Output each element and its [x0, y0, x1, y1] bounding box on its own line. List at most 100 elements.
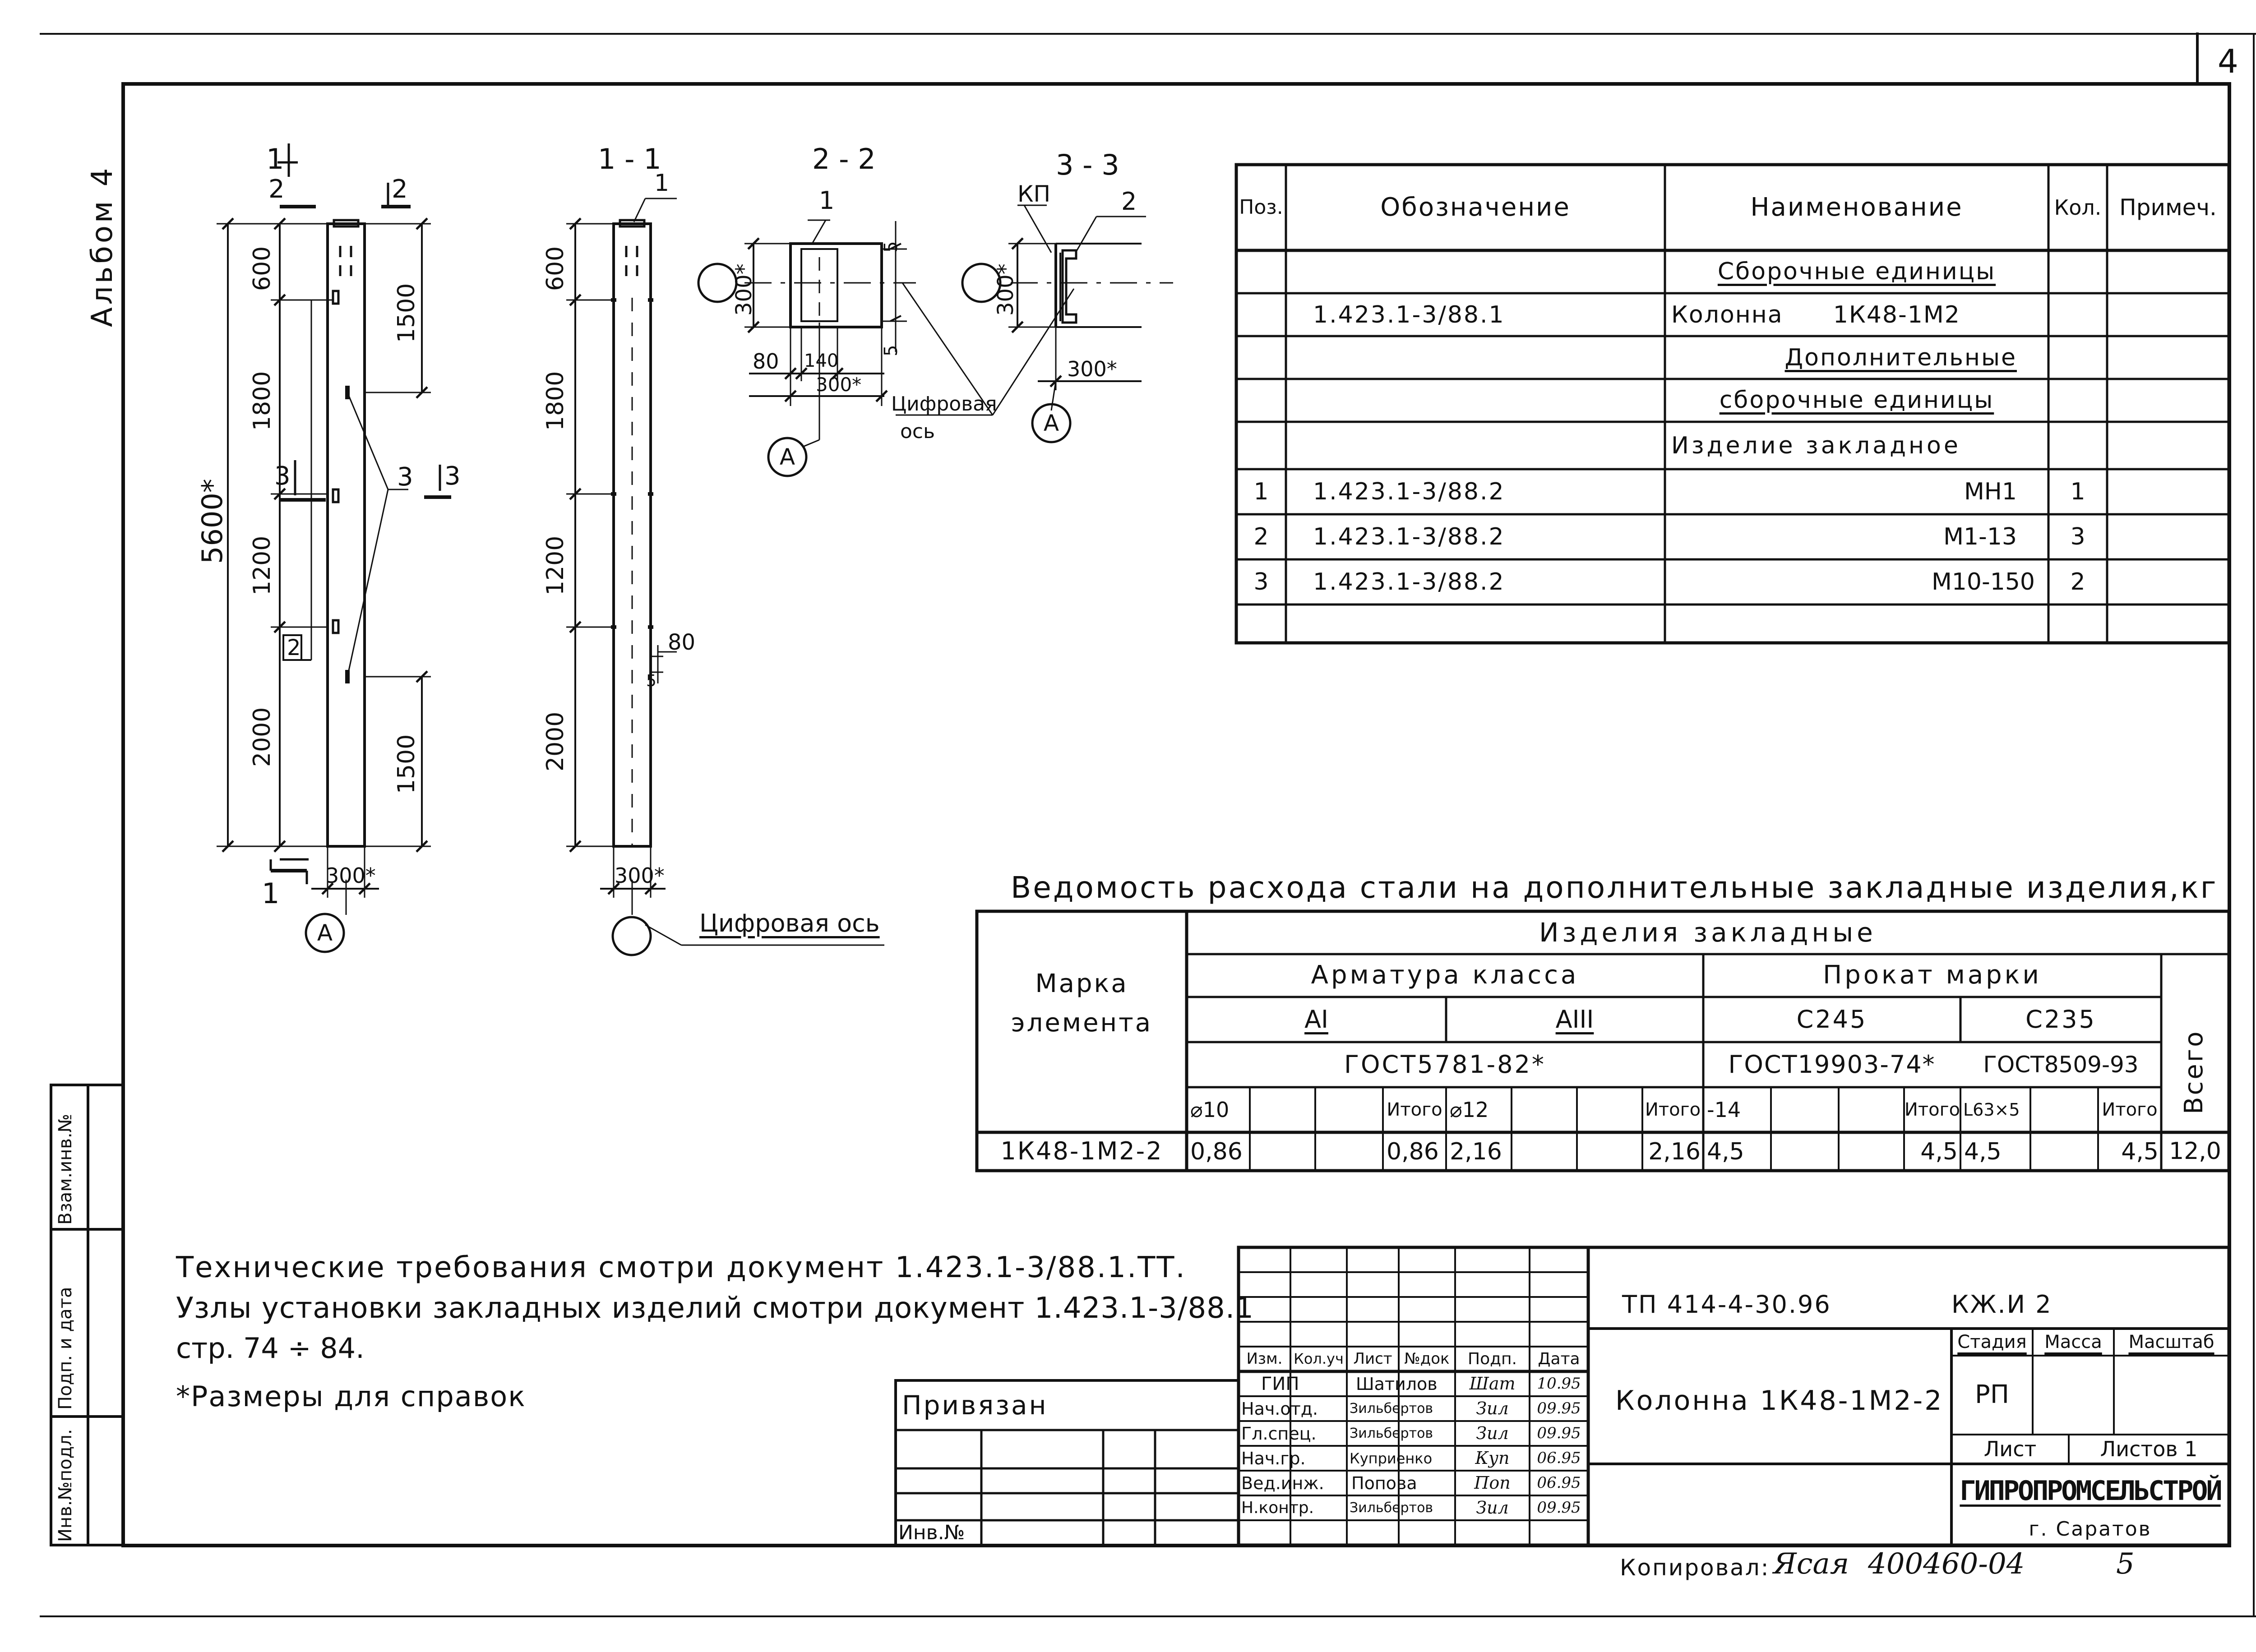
steel-gost-c235: ГОСТ8509-93	[1983, 1051, 2139, 1078]
side-stamp-replaced-inv: Взам.инв.№	[55, 1113, 76, 1225]
steel-row-value: 2,16	[1450, 1138, 1502, 1165]
dim-2000: 2000	[249, 707, 276, 767]
tb-mass-header: Масса	[2044, 1332, 2102, 1352]
steel-class-a1: АI	[1304, 1005, 1328, 1034]
spec-row-qty: 3	[2070, 523, 2085, 550]
dim-total-5600: 5600*	[196, 479, 229, 564]
section-1-1-view	[566, 198, 884, 956]
privyazan-inv-label: Инв.№	[898, 1521, 965, 1544]
s22-dim-300v: 300*	[731, 263, 757, 316]
steel-gost-armature: ГОСТ5781-82*	[1344, 1050, 1546, 1079]
s33-dim-300v: 300*	[993, 263, 1018, 316]
s11-dim-80: 80	[668, 630, 696, 655]
tb-sign-name: Зильбертов	[1350, 1400, 1433, 1417]
callout-2: 2	[287, 635, 301, 660]
spec-row-name: М10-150	[1931, 568, 2035, 595]
tb-sign-date: 06.95	[1537, 1473, 1581, 1492]
s22-dim-140: 140	[804, 351, 839, 371]
steel-row-value: 0,86	[1387, 1138, 1439, 1165]
privyazan-label: Привязан	[902, 1390, 1048, 1421]
section-2-2-title: 2 - 2	[812, 143, 876, 175]
steel-row-value: 4,5	[1707, 1138, 1744, 1165]
side-stamp-inv-original: Инв.№подл.	[55, 1429, 76, 1542]
dim-width-300: 300*	[326, 863, 376, 888]
s22-axis-label-1: Цифровая	[891, 392, 997, 415]
tb-sign-date: 06.95	[1537, 1449, 1581, 1467]
s33-callout-kp: КП	[1017, 181, 1051, 207]
spec-table-grid	[1234, 163, 2231, 645]
steel-subheader-cell: ⌀10	[1190, 1098, 1230, 1122]
cut-1-label-top: 1	[266, 143, 284, 175]
tb-sign-role: ГИП	[1261, 1373, 1299, 1394]
cut-3-label-left: 3	[274, 461, 291, 491]
s22-dim-80: 80	[753, 349, 779, 374]
steel-grade-c245: С245	[1796, 1005, 1868, 1034]
tb-doc-mark: КЖ.И 2	[1951, 1290, 2053, 1319]
s11-axis-label: Цифровая ось	[699, 909, 880, 937]
spec-header-qty: Кол.	[2054, 195, 2102, 220]
cut-3-label-right: 3	[444, 461, 461, 491]
section-3-3-view	[961, 204, 1173, 443]
spec-header-pos: Поз.	[1239, 195, 1283, 219]
side-stamp-sign-date: Подп. и дата	[55, 1287, 76, 1410]
s22-callout-1: 1	[819, 186, 835, 215]
spec-row-pos: 1	[1253, 478, 1269, 505]
section-3-3-title: 3 - 3	[1056, 148, 1119, 181]
steel-subheader-cell: Итого	[2102, 1099, 2158, 1120]
axis-bubble-a	[305, 913, 345, 953]
steel-class-a3: АIII	[1555, 1005, 1594, 1034]
spec-row-name: М1-13	[1943, 523, 2017, 550]
s33-dim-300h: 300*	[1067, 357, 1117, 381]
steel-subheader-cell: Итого	[1645, 1099, 1701, 1120]
steel-header-mark: Марка элемента	[1011, 969, 1153, 1038]
spec-row-designation: 1.423.1-3/88.2	[1313, 478, 1505, 505]
tb-sign-name: Зильбертов	[1350, 1425, 1433, 1441]
s22-axis-a: А	[779, 443, 795, 470]
section-1-1-callout-1: 1	[654, 170, 670, 197]
cut-2-label-top: 2	[268, 175, 285, 204]
tb-sign-signature: Поп	[1474, 1472, 1511, 1493]
s11-dim-width: 300*	[615, 863, 665, 888]
note-line: Узлы установки закладных изделий смотри …	[176, 1292, 1254, 1325]
tb-title: Колонна 1К48-1М2-2	[1615, 1385, 1944, 1417]
s11-dim-5: 5	[646, 672, 656, 690]
steel-header-group: Изделия закладные	[1539, 917, 1877, 948]
section-1-1-title: 1 - 1	[598, 143, 661, 175]
tb-sign-date: 09.95	[1537, 1399, 1581, 1417]
tb-sign-role: Гл.спец.	[1241, 1423, 1317, 1444]
tb-sign-name: Зильбертов	[1350, 1500, 1433, 1516]
spec-row-qty: 1	[2070, 478, 2085, 505]
note-line: *Размеры для справок	[176, 1380, 526, 1413]
s11-dim-2000: 2000	[542, 711, 569, 771]
copied-signature: Ясая	[1773, 1547, 1849, 1581]
spec-header-note: Примеч.	[2119, 194, 2217, 221]
s11-dim-1800: 1800	[542, 371, 569, 431]
steel-subheader-cell: L63×5	[1963, 1100, 2020, 1120]
spec-row-designation: 1.423.1-3/88.2	[1313, 523, 1505, 550]
column-elevation	[326, 222, 366, 848]
steel-row-value: 0,86	[1190, 1138, 1243, 1165]
tb-stage: РП	[1975, 1380, 2009, 1410]
steel-subheader-cell: ⌀12	[1450, 1098, 1489, 1122]
album-label: Альбом 4	[86, 165, 119, 327]
archive-code: 400460-04	[1868, 1547, 2025, 1581]
tb-header-cell: Кол.уч	[1294, 1350, 1344, 1367]
steel-row-value: 2,16	[1648, 1138, 1701, 1165]
tb-org-name: ГИПРОПРОМСЕЛЬСТРОЙ	[1960, 1475, 2222, 1507]
side-stamp-grid	[50, 1084, 125, 1546]
tb-sign-signature: Зил	[1476, 1398, 1509, 1418]
steel-row-total: 12,0	[2169, 1138, 2221, 1165]
tb-sheet-label: Лист	[1983, 1437, 2037, 1462]
tb-scale-header: Масштаб	[2128, 1332, 2214, 1352]
tb-header-cell: №док	[1404, 1349, 1450, 1368]
tb-sign-date: 09.95	[1537, 1498, 1581, 1517]
spec-row-designation: 1.423.1-3/88.2	[1313, 568, 1505, 595]
axis-a-label: А	[317, 919, 333, 946]
spec-row-designation: 1.423.1-3/88.1	[1313, 301, 1505, 328]
tb-project-code: ТП 414-4-30.96	[1622, 1290, 1831, 1319]
steel-row-mark: 1К48-1М2-2	[1000, 1137, 1163, 1166]
dim-600: 600	[249, 246, 276, 291]
spec-row-name: МН1	[1964, 478, 2017, 505]
